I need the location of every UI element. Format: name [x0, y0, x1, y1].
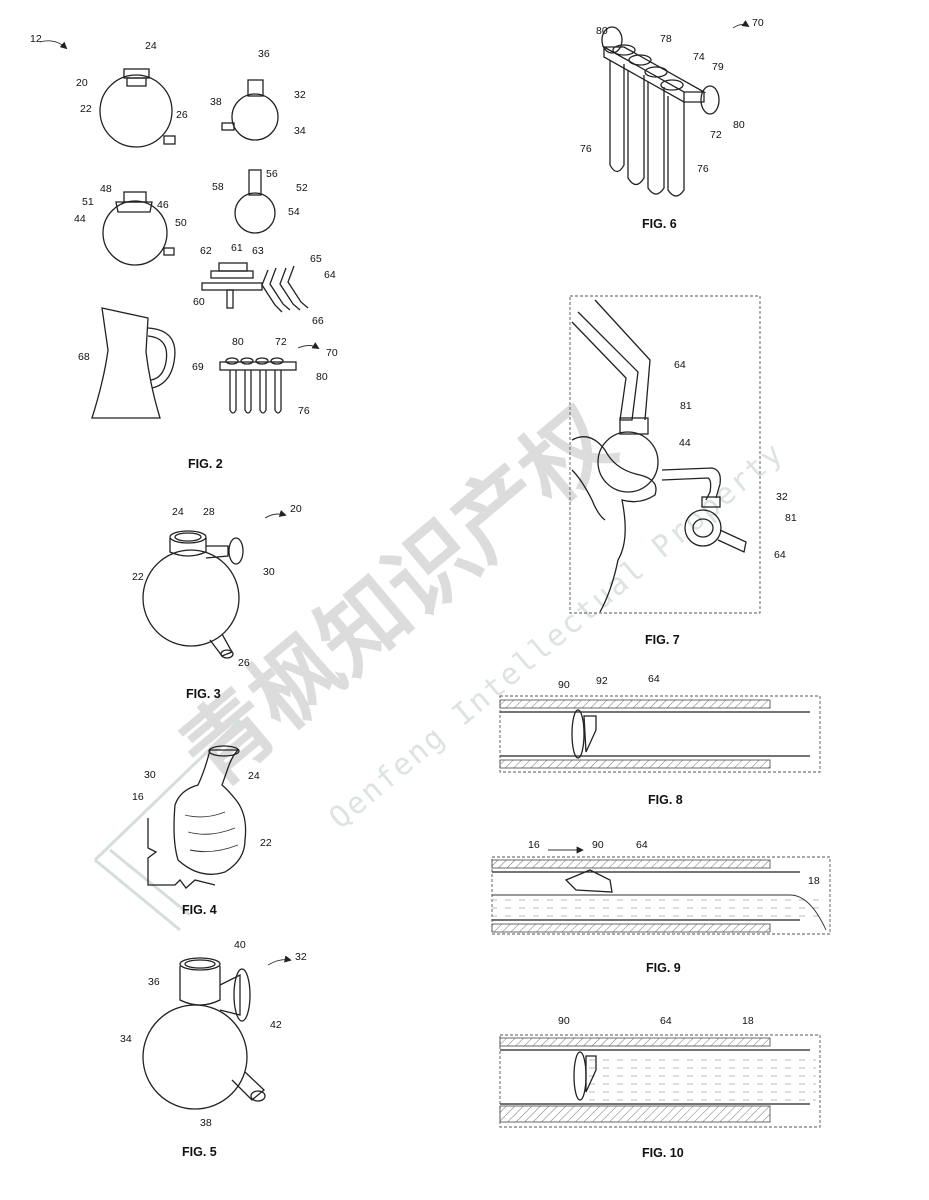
fig7-ref-64b: 64: [774, 549, 786, 561]
ref-20: 20: [76, 77, 88, 89]
figure-9: 16 90 64 18 FIG. 9: [491, 839, 831, 975]
fig3-ref-24: 24: [172, 506, 184, 518]
caption-fig-9: FIG. 9: [646, 961, 681, 975]
caption-fig-2: FIG. 2: [188, 457, 223, 471]
watermark-cn: 青枫知识产权: [162, 388, 633, 806]
figure-5: 40 32 36 42 34 38 FIG. 5: [120, 939, 307, 1159]
ref-72: 72: [275, 336, 287, 348]
ref-64: 64: [324, 269, 336, 281]
ref-80b: 80: [316, 371, 328, 383]
fig5-ref-40: 40: [234, 939, 246, 951]
fig7-ref-64a: 64: [674, 359, 686, 371]
fig4-ref-16: 16: [132, 791, 144, 803]
caption-fig-8: FIG. 8: [648, 793, 683, 807]
fig9-ref-64: 64: [636, 839, 648, 851]
figure-6: 80 78 70 74 79 80 72 76 76 FIG. 6: [580, 17, 764, 231]
fig4-ref-30: 30: [144, 769, 156, 781]
ref-52: 52: [296, 182, 308, 194]
ref-24: 24: [145, 40, 157, 52]
caption-fig-6: FIG. 6: [642, 217, 677, 231]
fig8-ref-92: 92: [596, 675, 608, 687]
fig6-ref-80b: 80: [733, 119, 745, 131]
fig6-ref-72: 72: [710, 129, 722, 141]
ref-32: 32: [294, 89, 306, 101]
fig5-ref-38: 38: [200, 1117, 212, 1129]
ref-66: 66: [312, 315, 324, 327]
ref-61: 61: [231, 242, 243, 254]
ref-60: 60: [193, 296, 205, 308]
fig6-ref-76a: 76: [580, 143, 592, 155]
caption-fig-7: FIG. 7: [645, 633, 680, 647]
ref-54: 54: [288, 206, 300, 218]
ref-80: 80: [232, 336, 244, 348]
fig6-ref-70: 70: [752, 17, 764, 29]
fig9-ref-90: 90: [592, 839, 604, 851]
caption-fig-3: FIG. 3: [186, 687, 221, 701]
figure-7: 64 81 44 32 81 64 FIG. 7: [569, 295, 797, 647]
figure-3: 24 28 20 30 22 26 FIG. 3: [132, 503, 302, 701]
ref-36: 36: [258, 48, 270, 60]
fig7-ref-81b: 81: [785, 512, 797, 524]
caption-fig-5: FIG. 5: [182, 1145, 217, 1159]
figure-2: [39, 40, 320, 419]
figure-4: 30 16 24 22 FIG. 4: [132, 745, 272, 917]
fig8-ref-90: 90: [558, 679, 570, 691]
caption-fig-4: FIG. 4: [182, 903, 217, 917]
fig5-ref-34: 34: [120, 1033, 132, 1045]
ref-38: 38: [210, 96, 222, 108]
ref-63: 63: [252, 245, 264, 257]
fig3-ref-30: 30: [263, 566, 275, 578]
fig10-ref-18: 18: [742, 1015, 754, 1027]
figure-2-labels: 12 24 20 22 26 36 38 32 34 48 51 44 46 5…: [30, 33, 338, 471]
ref-69: 69: [192, 361, 204, 373]
ref-50: 50: [175, 217, 187, 229]
fig8-ref-64: 64: [648, 673, 660, 685]
ref-58: 58: [212, 181, 224, 193]
fig3-ref-28: 28: [203, 506, 215, 518]
ref-48: 48: [100, 183, 112, 195]
figure-8: 90 92 64 FIG. 8: [499, 673, 821, 807]
fig6-ref-79: 79: [712, 61, 724, 73]
fig10-ref-64: 64: [660, 1015, 672, 1027]
fig5-ref-36: 36: [148, 976, 160, 988]
ref-46: 46: [157, 199, 169, 211]
fig9-ref-18: 18: [808, 875, 820, 887]
fig9-ref-16: 16: [528, 839, 540, 851]
fig6-ref-76b: 76: [697, 163, 709, 175]
watermark-logo: [93, 718, 242, 932]
figure-10: 90 64 18 FIG. 10: [499, 1015, 821, 1160]
ref-44: 44: [74, 213, 86, 225]
ref-12: 12: [30, 33, 42, 45]
fig6-ref-74: 74: [693, 51, 705, 63]
fig6-ref-78: 78: [660, 33, 672, 45]
ref-65: 65: [310, 253, 322, 265]
ref-62: 62: [200, 245, 212, 257]
fig3-ref-22: 22: [132, 571, 144, 583]
caption-fig-10: FIG. 10: [642, 1146, 684, 1160]
ref-26: 26: [176, 109, 188, 121]
fig7-ref-81a: 81: [680, 400, 692, 412]
fig10-ref-90: 90: [558, 1015, 570, 1027]
fig3-ref-20: 20: [290, 503, 302, 515]
fig6-ref-80a: 80: [596, 25, 608, 37]
fig4-ref-22: 22: [260, 837, 272, 849]
fig5-ref-42: 42: [270, 1019, 282, 1031]
fig7-ref-32: 32: [776, 491, 788, 503]
fig3-ref-26: 26: [238, 657, 250, 669]
fig5-ref-32: 32: [295, 951, 307, 963]
ref-76: 76: [298, 405, 310, 417]
ref-68: 68: [78, 351, 90, 363]
fig4-ref-24: 24: [248, 770, 260, 782]
ref-34: 34: [294, 125, 306, 137]
fig7-ref-44: 44: [679, 437, 691, 449]
ref-70: 70: [326, 347, 338, 359]
ref-22: 22: [80, 103, 92, 115]
ref-56: 56: [266, 168, 278, 180]
ref-51: 51: [82, 196, 94, 208]
